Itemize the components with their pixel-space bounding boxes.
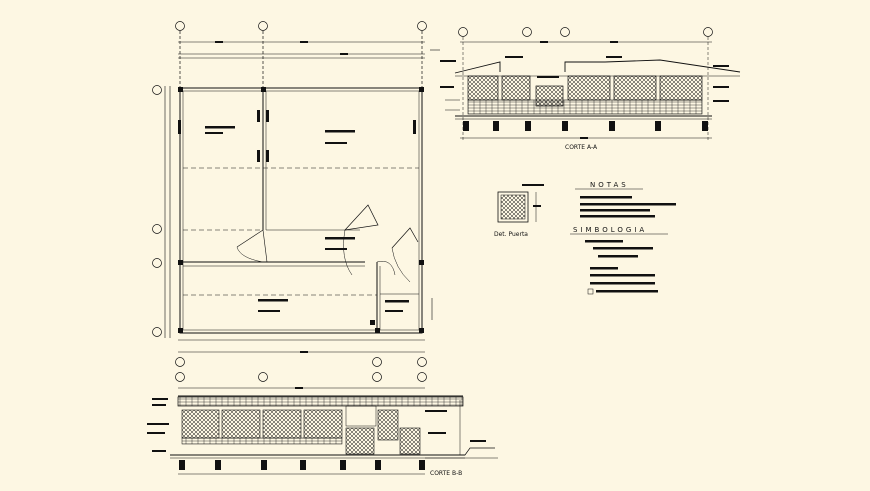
symbology-title: SIMBOLOGIA [573, 226, 647, 234]
notes-block: NOTAS SIMBOLOGIA [570, 181, 676, 295]
left-axis-bubbles [152, 85, 162, 337]
bottom-axis-bubbles [175, 357, 427, 367]
notes-title: NOTAS [590, 181, 629, 189]
section-a-a [440, 27, 741, 140]
section-b-b [147, 372, 498, 475]
section-b-b-title: CORTE B-B [430, 470, 462, 477]
top-axis-bubbles [175, 21, 427, 88]
section-a-a-title: CORTE A-A [565, 144, 598, 151]
floor-plan [152, 21, 440, 367]
door-detail [497, 184, 544, 223]
door-detail-label: Det. Puerta [494, 231, 528, 238]
